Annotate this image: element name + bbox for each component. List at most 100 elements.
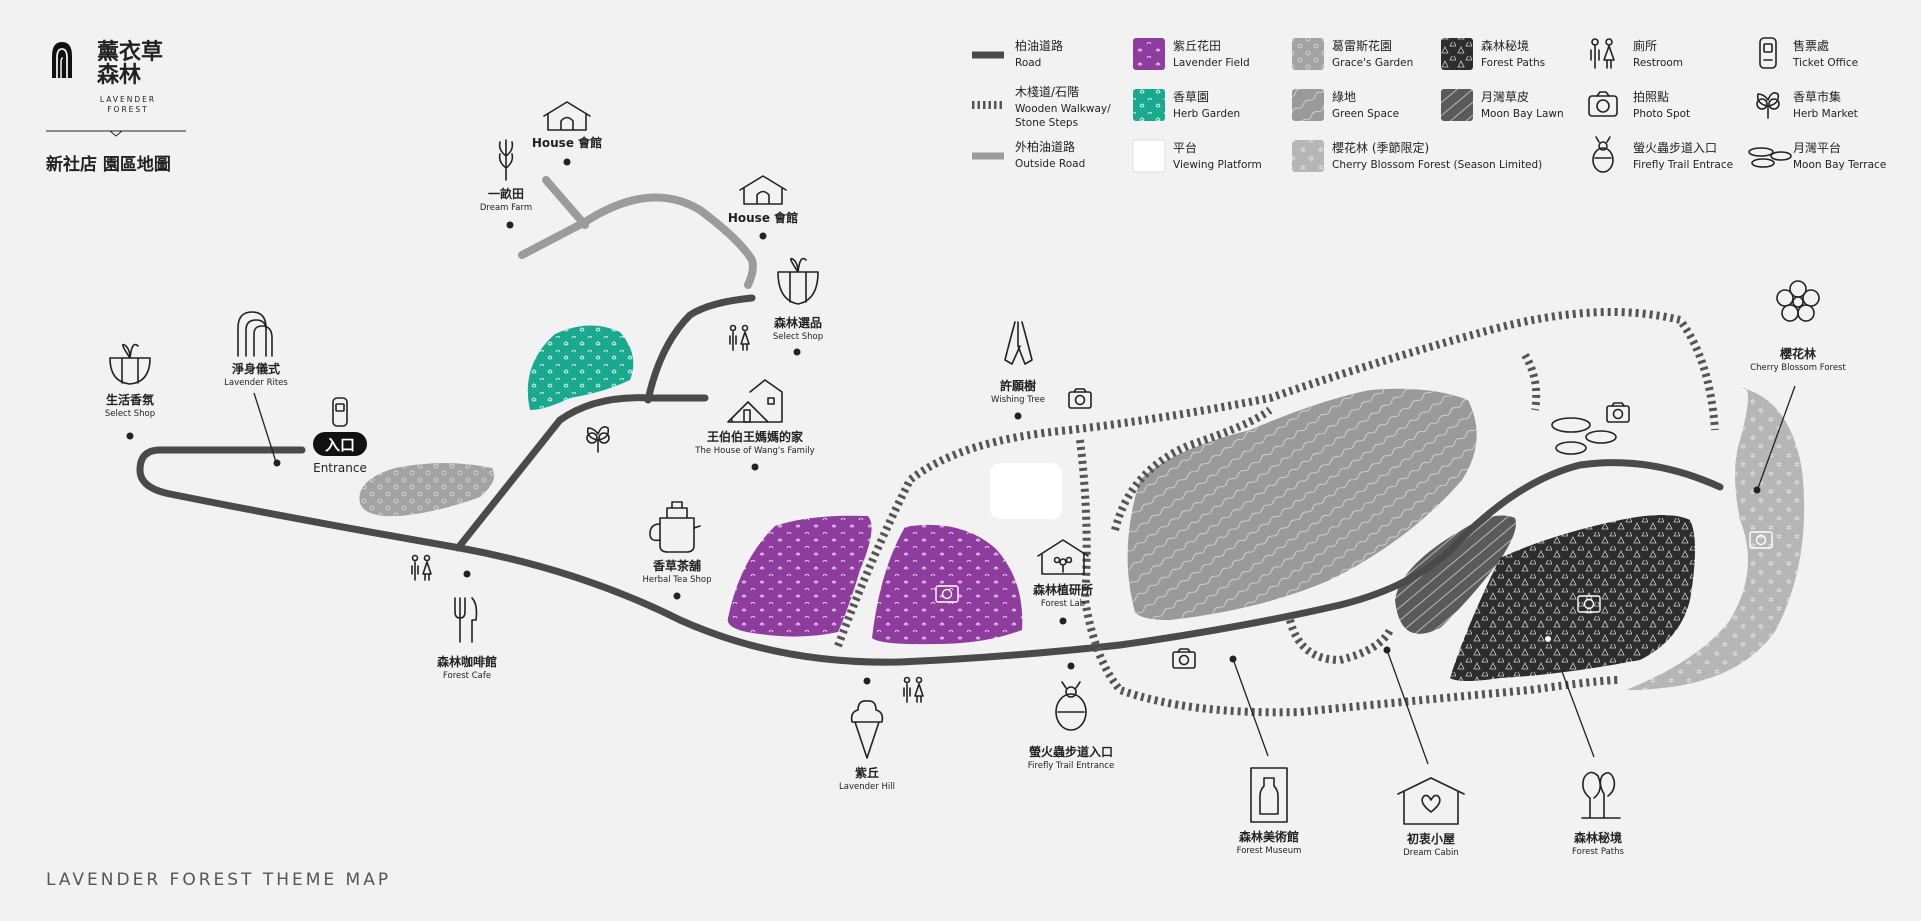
forest-lab-en: Forest Lab: [1041, 599, 1085, 609]
moon-bay-lawn-area: [1395, 515, 1516, 634]
lab-house-icon: [1037, 539, 1089, 575]
legend-item-grace: 葛雷斯花園 Grace's Garden: [1292, 38, 1413, 70]
brand-block: 薰衣草 森林 LAVENDER FOREST 新社店 園區地圖: [46, 39, 186, 175]
forest-museum-marker[interactable]: 森林美術館 Forest Museum: [1237, 767, 1302, 856]
walkway-link-2: [1286, 618, 1394, 665]
teapot-icon: [649, 501, 701, 553]
forest-lab-zh: 森林植研所: [1033, 582, 1093, 597]
cherry-forest-leader: [1757, 385, 1796, 489]
select-shop-marker[interactable]: 森林選品 Select Shop: [773, 257, 823, 356]
legend-firefly-en: Firefly Trail Entrace: [1633, 159, 1733, 171]
house-2-zh: House 會館: [728, 210, 798, 225]
house-2-marker[interactable]: House 會館: [728, 175, 798, 240]
camera-icon-1[interactable]: [1068, 388, 1092, 409]
legend-road-en: Road: [1015, 57, 1041, 69]
dream-farm-zh: 一畝田: [488, 186, 524, 201]
forest-paths-leader: [1559, 665, 1595, 758]
wishing-tree-en: Wishing Tree: [991, 395, 1045, 405]
legend-restroom-zh: 廁所: [1633, 38, 1657, 53]
legend-grace-en: Grace's Garden: [1332, 57, 1413, 69]
lavender-hill-marker[interactable]: 紫丘 Lavender Hill: [839, 700, 895, 792]
brand-name-line2: 森林: [97, 62, 141, 88]
herb-market-icon: [1756, 92, 1780, 119]
camera-icon-6[interactable]: [1749, 531, 1773, 549]
dream-farm-marker[interactable]: 一畝田 Dream Farm: [480, 139, 532, 229]
lavender-field-area-1: [727, 515, 872, 637]
select-shop-zh: 森林選品: [774, 315, 822, 330]
legend-cherry-en: Cherry Blossom Forest (Season Limited): [1332, 159, 1542, 171]
graces-garden-area: [359, 463, 495, 517]
wishing-tree-dot: [1014, 412, 1022, 420]
dream-cabin-marker[interactable]: 初衷小屋 Dream Cabin: [1397, 777, 1465, 858]
wishing-tree-marker[interactable]: 許願樹 Wishing Tree: [991, 321, 1045, 420]
legend-grace-zh: 葛雷斯花園: [1332, 38, 1392, 53]
road-branch-north: [644, 294, 756, 404]
forest-paths-zh: 森林秘境: [1574, 830, 1622, 845]
legend-item-herb: 香草園 Herb Garden: [1133, 89, 1240, 121]
heart-house-icon: [1397, 777, 1465, 825]
outside-road-branch: [542, 176, 589, 229]
restroom-icon-2[interactable]: [729, 324, 750, 351]
main-road: [136, 446, 1724, 666]
legend-herb-en: Herb Garden: [1173, 108, 1240, 120]
cherry-blossom-swatch-icon: [1292, 140, 1324, 172]
wang-house-marker[interactable]: 王伯伯王媽媽的家 The House of Wang's Family: [694, 379, 815, 471]
legend-item-photo: 拍照點 Photo Spot: [1588, 89, 1690, 120]
camera-icon-5[interactable]: [1606, 402, 1630, 423]
lavender-field-swatch-icon: [1133, 38, 1165, 70]
firefly-entrance-marker[interactable]: 螢火蟲步道入口 Firefly Trail Entrance: [1028, 681, 1114, 771]
viewing-platform-swatch-icon: [1132, 139, 1166, 173]
brand-sub-line1: LAVENDER: [100, 95, 156, 104]
lavender-rites-marker[interactable]: 淨身儀式 Lavender Rites: [224, 311, 288, 467]
legend-moon-lawn-zh: 月灣草皮: [1481, 90, 1529, 104]
legend-item-terrace: 月灣平台 Moon Bay Terrace: [1748, 140, 1886, 171]
herb-market-icon[interactable]: [586, 426, 610, 453]
cherry-forest-zh: 櫻花林: [1779, 346, 1816, 361]
moon-bay-terrace-icon[interactable]: [1551, 417, 1617, 455]
firefly-icon: [1592, 136, 1614, 173]
viewing-platform-area: [990, 463, 1062, 519]
camera-icon-4[interactable]: [1577, 595, 1601, 613]
camera-icon: [1588, 91, 1618, 117]
herbal-tea-zh: 香草茶舖: [652, 558, 701, 573]
forest-paths-marker[interactable]: 森林秘境 Forest Paths: [1572, 771, 1625, 857]
house-icon: [739, 175, 787, 205]
legend-lavender-zh: 紫丘花田: [1173, 38, 1221, 53]
legend-platform-zh: 平台: [1173, 140, 1197, 155]
legend-firefly-zh: 螢火蟲步道入口: [1633, 141, 1717, 155]
camera-icon-3[interactable]: [1172, 648, 1196, 669]
camera-icon-2[interactable]: [935, 585, 959, 603]
wang-house-zh: 王伯伯王媽媽的家: [707, 429, 804, 444]
forest-cafe-marker[interactable]: 森林咖啡館 Forest Cafe: [437, 597, 497, 681]
restroom-icon-3[interactable]: [903, 676, 924, 703]
herbal-tea-dot: [673, 592, 681, 600]
walkway-network: [834, 308, 1719, 717]
lavender-hill-dot: [863, 677, 871, 685]
select-shop-left-marker[interactable]: 生活香氛 Select Shop: [105, 343, 155, 440]
restroom-icon-1[interactable]: [411, 554, 432, 581]
herbal-tea-marker[interactable]: 香草茶舖 Herbal Tea Shop: [642, 501, 712, 600]
green-space-area: [1127, 388, 1477, 620]
select-shop-left-en: Select Shop: [105, 409, 155, 419]
legend-item-restroom: 廁所 Restroom: [1590, 38, 1683, 69]
firefly-entrance-zh: 螢火蟲步道入口: [1029, 744, 1113, 759]
legend-item-road: 柏油道路 Road: [972, 38, 1063, 69]
dream-cabin-en: Dream Cabin: [1403, 848, 1459, 858]
cherry-forest-marker[interactable]: 櫻花林 Cherry Blossom Forest: [1750, 280, 1846, 494]
forest-cafe-en: Forest Cafe: [443, 671, 491, 681]
entrance-marker[interactable]: 入口 Entrance: [313, 397, 367, 475]
legend-item-market: 香草市集 Herb Market: [1756, 89, 1858, 120]
house-1-marker[interactable]: House 會館: [532, 101, 602, 166]
walkway-link-1: [1111, 406, 1273, 531]
road-branch-herb: [454, 394, 709, 552]
house-1-dot: [563, 158, 571, 166]
legend-lavender-en: Lavender Field: [1173, 57, 1250, 69]
forest-museum-en: Forest Museum: [1237, 846, 1302, 856]
herbal-tea-en: Herbal Tea Shop: [642, 575, 711, 585]
legend-herb-zh: 香草園: [1173, 90, 1209, 104]
forest-lab-marker[interactable]: 森林植研所 Forest Lab: [1033, 539, 1093, 625]
ticket-office-icon: [332, 397, 348, 427]
legend-green-en: Green Space: [1332, 108, 1399, 120]
forest-cafe-zh: 森林咖啡館: [437, 654, 497, 669]
